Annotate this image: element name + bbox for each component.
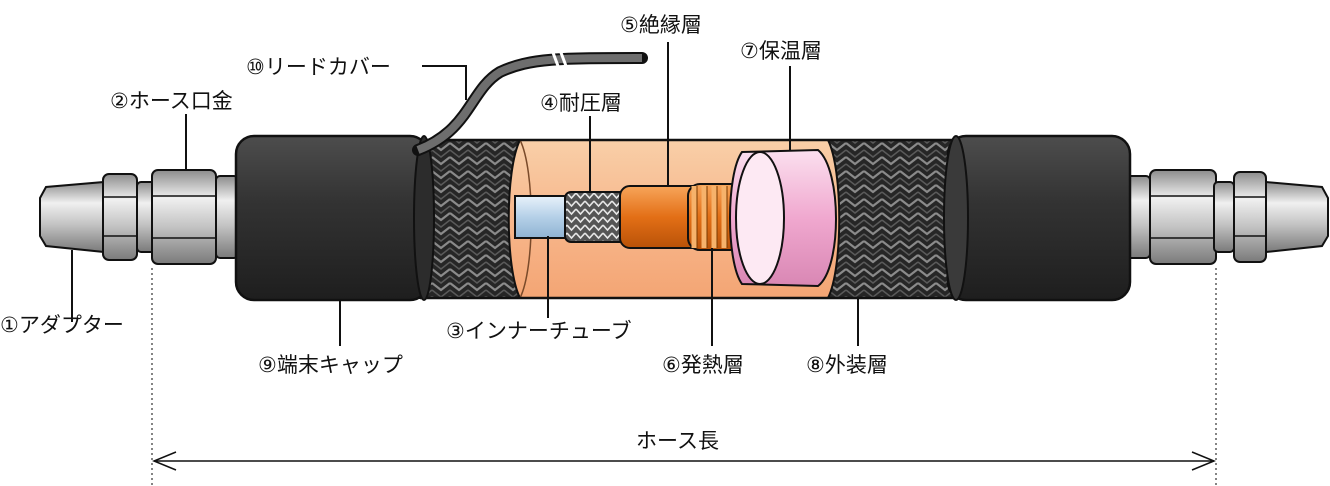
leader-lines bbox=[71, 42, 859, 346]
label-pressure-layer: ④耐圧層 bbox=[540, 91, 622, 115]
label-lead-cover: ⑩リードカバー bbox=[246, 55, 391, 79]
left-hose-fitting bbox=[151, 169, 239, 265]
label-thermal-layer: ⑦保温層 bbox=[740, 39, 822, 63]
hose-body bbox=[419, 138, 966, 300]
label-heating-layer: ⑥発熱層 bbox=[662, 353, 744, 377]
left-adapter bbox=[39, 173, 156, 261]
label-hose-fitting: ②ホース口金 bbox=[110, 89, 233, 113]
label-inner-tube: ③インナーチューブ bbox=[446, 319, 632, 343]
right-adapter bbox=[1213, 171, 1329, 263]
right-hose-fitting bbox=[1125, 169, 1217, 265]
outer-braid-left bbox=[419, 139, 522, 299]
label-outer-layer: ⑧外装層 bbox=[806, 353, 888, 377]
label-end-cap: ⑨端末キャップ bbox=[258, 353, 403, 377]
left-end-cap bbox=[234, 134, 435, 302]
label-adapter: ①アダプター bbox=[0, 313, 124, 337]
label-insulation-layer: ⑤絶縁層 bbox=[620, 13, 702, 37]
label-hose-length: ホース長 bbox=[636, 429, 719, 453]
lead-cover-cable bbox=[412, 49, 648, 156]
hose-length-dimension: ホース長 bbox=[151, 268, 1217, 486]
right-end-cap bbox=[943, 134, 1132, 302]
